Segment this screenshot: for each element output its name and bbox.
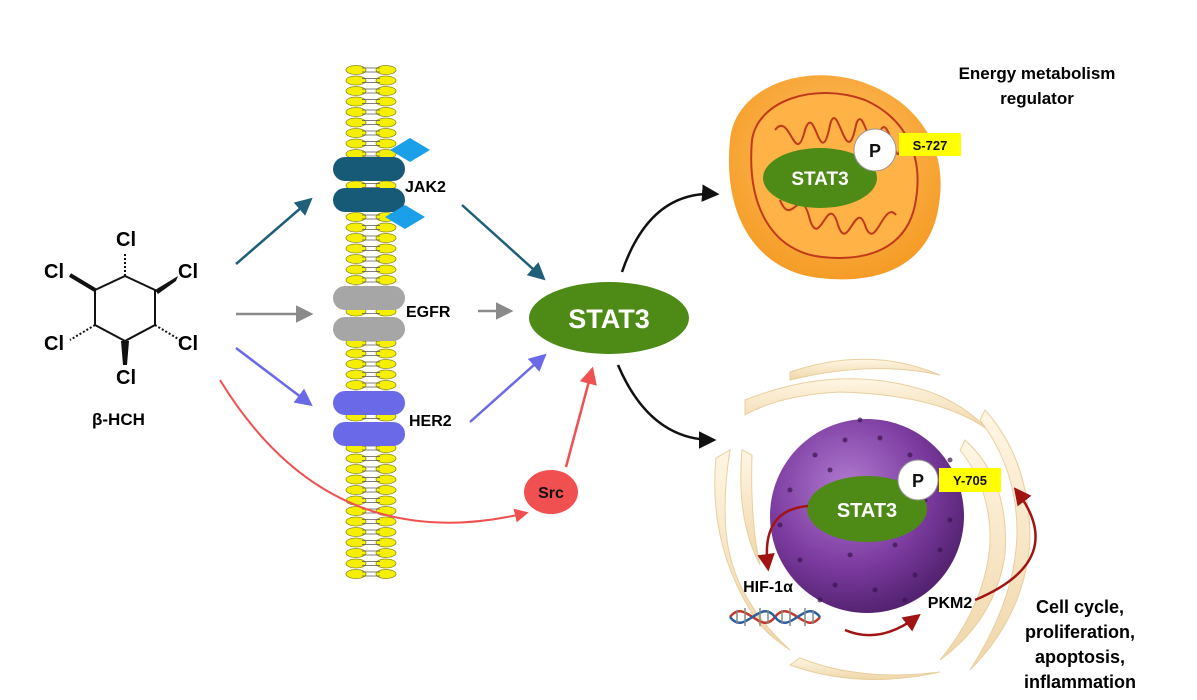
pkm2-label: PKM2 xyxy=(928,595,973,612)
mito-stat3-node xyxy=(763,148,877,208)
chlorine-label: Cl xyxy=(44,333,64,355)
hif-label: HIF-1α xyxy=(743,579,793,596)
arrow-hch-to-her2 xyxy=(235,347,313,407)
arrow-hch-to-jak2 xyxy=(235,197,313,265)
egfr-label: EGFR xyxy=(406,304,451,321)
nucleus-stat3-label: STAT3 xyxy=(837,500,897,522)
energy-metabolism-title: Energy metabolism xyxy=(959,64,1116,83)
chlorine-label: Cl xyxy=(44,261,64,283)
mito-phospho-label: P xyxy=(869,141,881,161)
jak2-receptor xyxy=(333,138,430,229)
stat3-label: STAT3 xyxy=(568,304,650,334)
nucleus-stat3-node xyxy=(807,476,927,542)
arrow-stat3-to-mitochondrion xyxy=(620,184,720,273)
outcome-line: proliferation, xyxy=(1025,622,1135,642)
arrow-dna-to-pkm2 xyxy=(844,613,921,637)
nuclear-pores xyxy=(777,417,953,603)
chlorine-label: Cl xyxy=(116,367,136,389)
arrow-pkm2-to-stat3 xyxy=(974,487,1037,602)
nucleus-phospho-circle xyxy=(897,459,939,501)
outcome-line: Cell cycle, xyxy=(1036,597,1124,617)
her2-label: HER2 xyxy=(409,413,452,430)
egfr-receptor xyxy=(333,286,405,341)
stat3-node xyxy=(529,282,689,354)
arrow-jak2-to-stat3 xyxy=(461,204,546,281)
energy-metabolism-title: regulator xyxy=(1000,89,1074,108)
src-node xyxy=(524,470,578,514)
chlorine-label: Cl xyxy=(178,261,198,283)
arrow-her2-to-stat3 xyxy=(469,353,547,423)
src-label: Src xyxy=(538,485,564,502)
mito-site-badge xyxy=(899,133,961,156)
her2-receptor xyxy=(333,391,405,446)
nucleus-site-badge xyxy=(939,468,1001,492)
molecule-name: β-HCH xyxy=(92,410,145,429)
nucleus-phospho-label: P xyxy=(912,471,924,491)
arrow-src-to-stat3 xyxy=(564,366,597,468)
arrow-stat3-to-hif xyxy=(757,504,809,572)
chlorine-label: Cl xyxy=(116,229,136,251)
mito-stat3-label: STAT3 xyxy=(791,169,848,190)
ligand-diamond-icon xyxy=(390,138,430,162)
outcome-line: inflammation xyxy=(1024,672,1136,692)
dna-helix-icon xyxy=(729,608,821,626)
mito-phospho-circle xyxy=(853,128,897,172)
chlorine-label: Cl xyxy=(178,333,198,355)
arrow-stat3-to-nucleus xyxy=(616,364,717,449)
mito-site-label: S-727 xyxy=(913,138,948,153)
jak2-label: JAK2 xyxy=(405,179,446,196)
arrow-hch-to-src xyxy=(219,379,529,524)
outcome-line: apoptosis, xyxy=(1035,647,1125,667)
endoplasmic-reticulum xyxy=(714,358,1031,680)
beta-hch-molecule: Cl Cl Cl Cl Cl Cl xyxy=(44,229,198,389)
nucleus-site-label: Y-705 xyxy=(953,473,987,488)
ligand-diamond-icon xyxy=(385,205,425,229)
